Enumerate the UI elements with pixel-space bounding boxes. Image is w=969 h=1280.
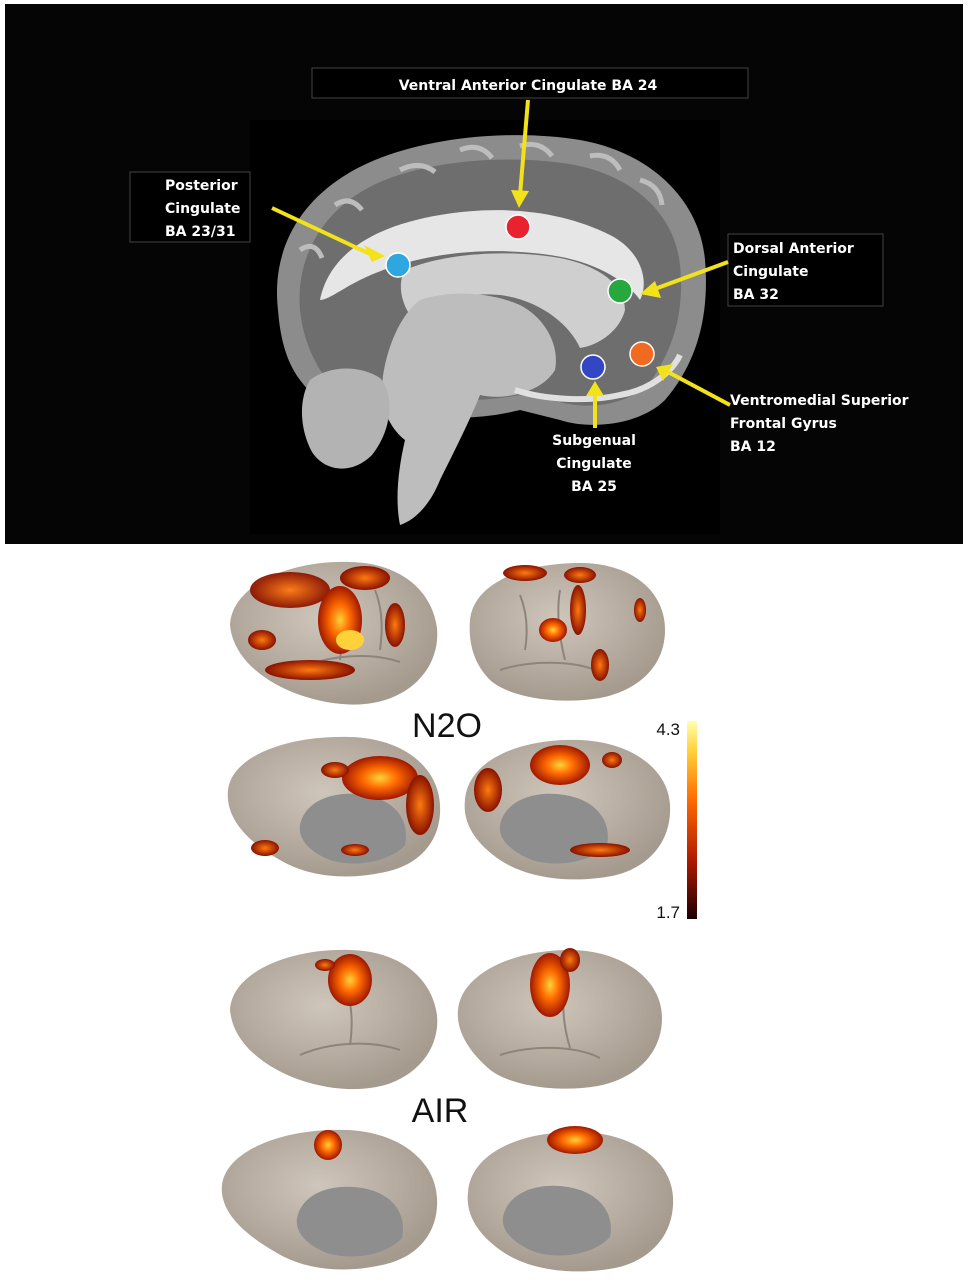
vmsfg-label-line-1: Ventromedial Superior [730, 393, 909, 409]
vmsfg-label-line-3: BA 12 [730, 439, 776, 455]
air-medial-right-hemisphere [467, 1126, 674, 1272]
pcc-arrow [271, 206, 371, 256]
n2o-medial-left-hemisphere [227, 736, 441, 877]
dacc-roi-marker [607, 278, 633, 304]
n2o-lateral-right-hemisphere [469, 563, 665, 701]
vmsfg-roi-marker [629, 341, 655, 367]
dacc-label-line-3: BA 32 [733, 287, 779, 303]
pcc-label-box [129, 171, 251, 243]
sgc-roi-marker [580, 354, 606, 380]
air-lateral-left-hemisphere [230, 949, 438, 1090]
dacc-arrow [651, 260, 729, 292]
vmsfg-label-line-2: Frontal Gyrus [730, 416, 837, 432]
dacc-label-line-2: Cingulate [733, 264, 808, 280]
surface-maps-panel: N2O 4.3 1.7 [221, 561, 697, 1272]
pcc-roi-marker [385, 252, 411, 278]
n2o-medial-right-hemisphere [464, 739, 671, 880]
sgc-label-line-3: BA 25 [571, 479, 617, 495]
air-lateral-right-hemisphere [457, 948, 662, 1089]
vmsfg-arrow [667, 370, 731, 407]
sgc-label-line-2: Cingulate [556, 456, 631, 472]
sagittal-panel: Ventral Anterior Cingulate BA 24 Posteri… [5, 4, 963, 544]
dacc-label-line-1: Dorsal Anterior [733, 241, 854, 257]
color-scale: 4.3 1.7 [656, 720, 697, 922]
vacc-label-box [311, 67, 749, 99]
color-scale-max-label: 4.3 [656, 720, 680, 739]
air-medial-left-hemisphere [221, 1129, 438, 1270]
condition-label-air: AIR [412, 1092, 469, 1130]
pcc-label-line-3: BA 23/31 [165, 224, 235, 240]
vacc-arrow [518, 99, 530, 196]
sgc-label-line-1: Subgenual [552, 433, 636, 449]
color-scale-bar [687, 721, 697, 919]
pcc-label-line-2: Cingulate [165, 201, 240, 217]
sagittal-brain-slice [276, 135, 706, 525]
pcc-label-line-1: Posterior [165, 178, 238, 194]
dacc-label-box [727, 233, 884, 307]
condition-label-n2o: N2O [412, 707, 482, 745]
vacc-label: Ventral Anterior Cingulate BA 24 [399, 78, 658, 94]
n2o-lateral-left-hemisphere [230, 561, 438, 705]
pointer-arrows [271, 99, 731, 428]
color-scale-min-label: 1.7 [656, 903, 680, 922]
vacc-roi-marker [505, 214, 531, 240]
